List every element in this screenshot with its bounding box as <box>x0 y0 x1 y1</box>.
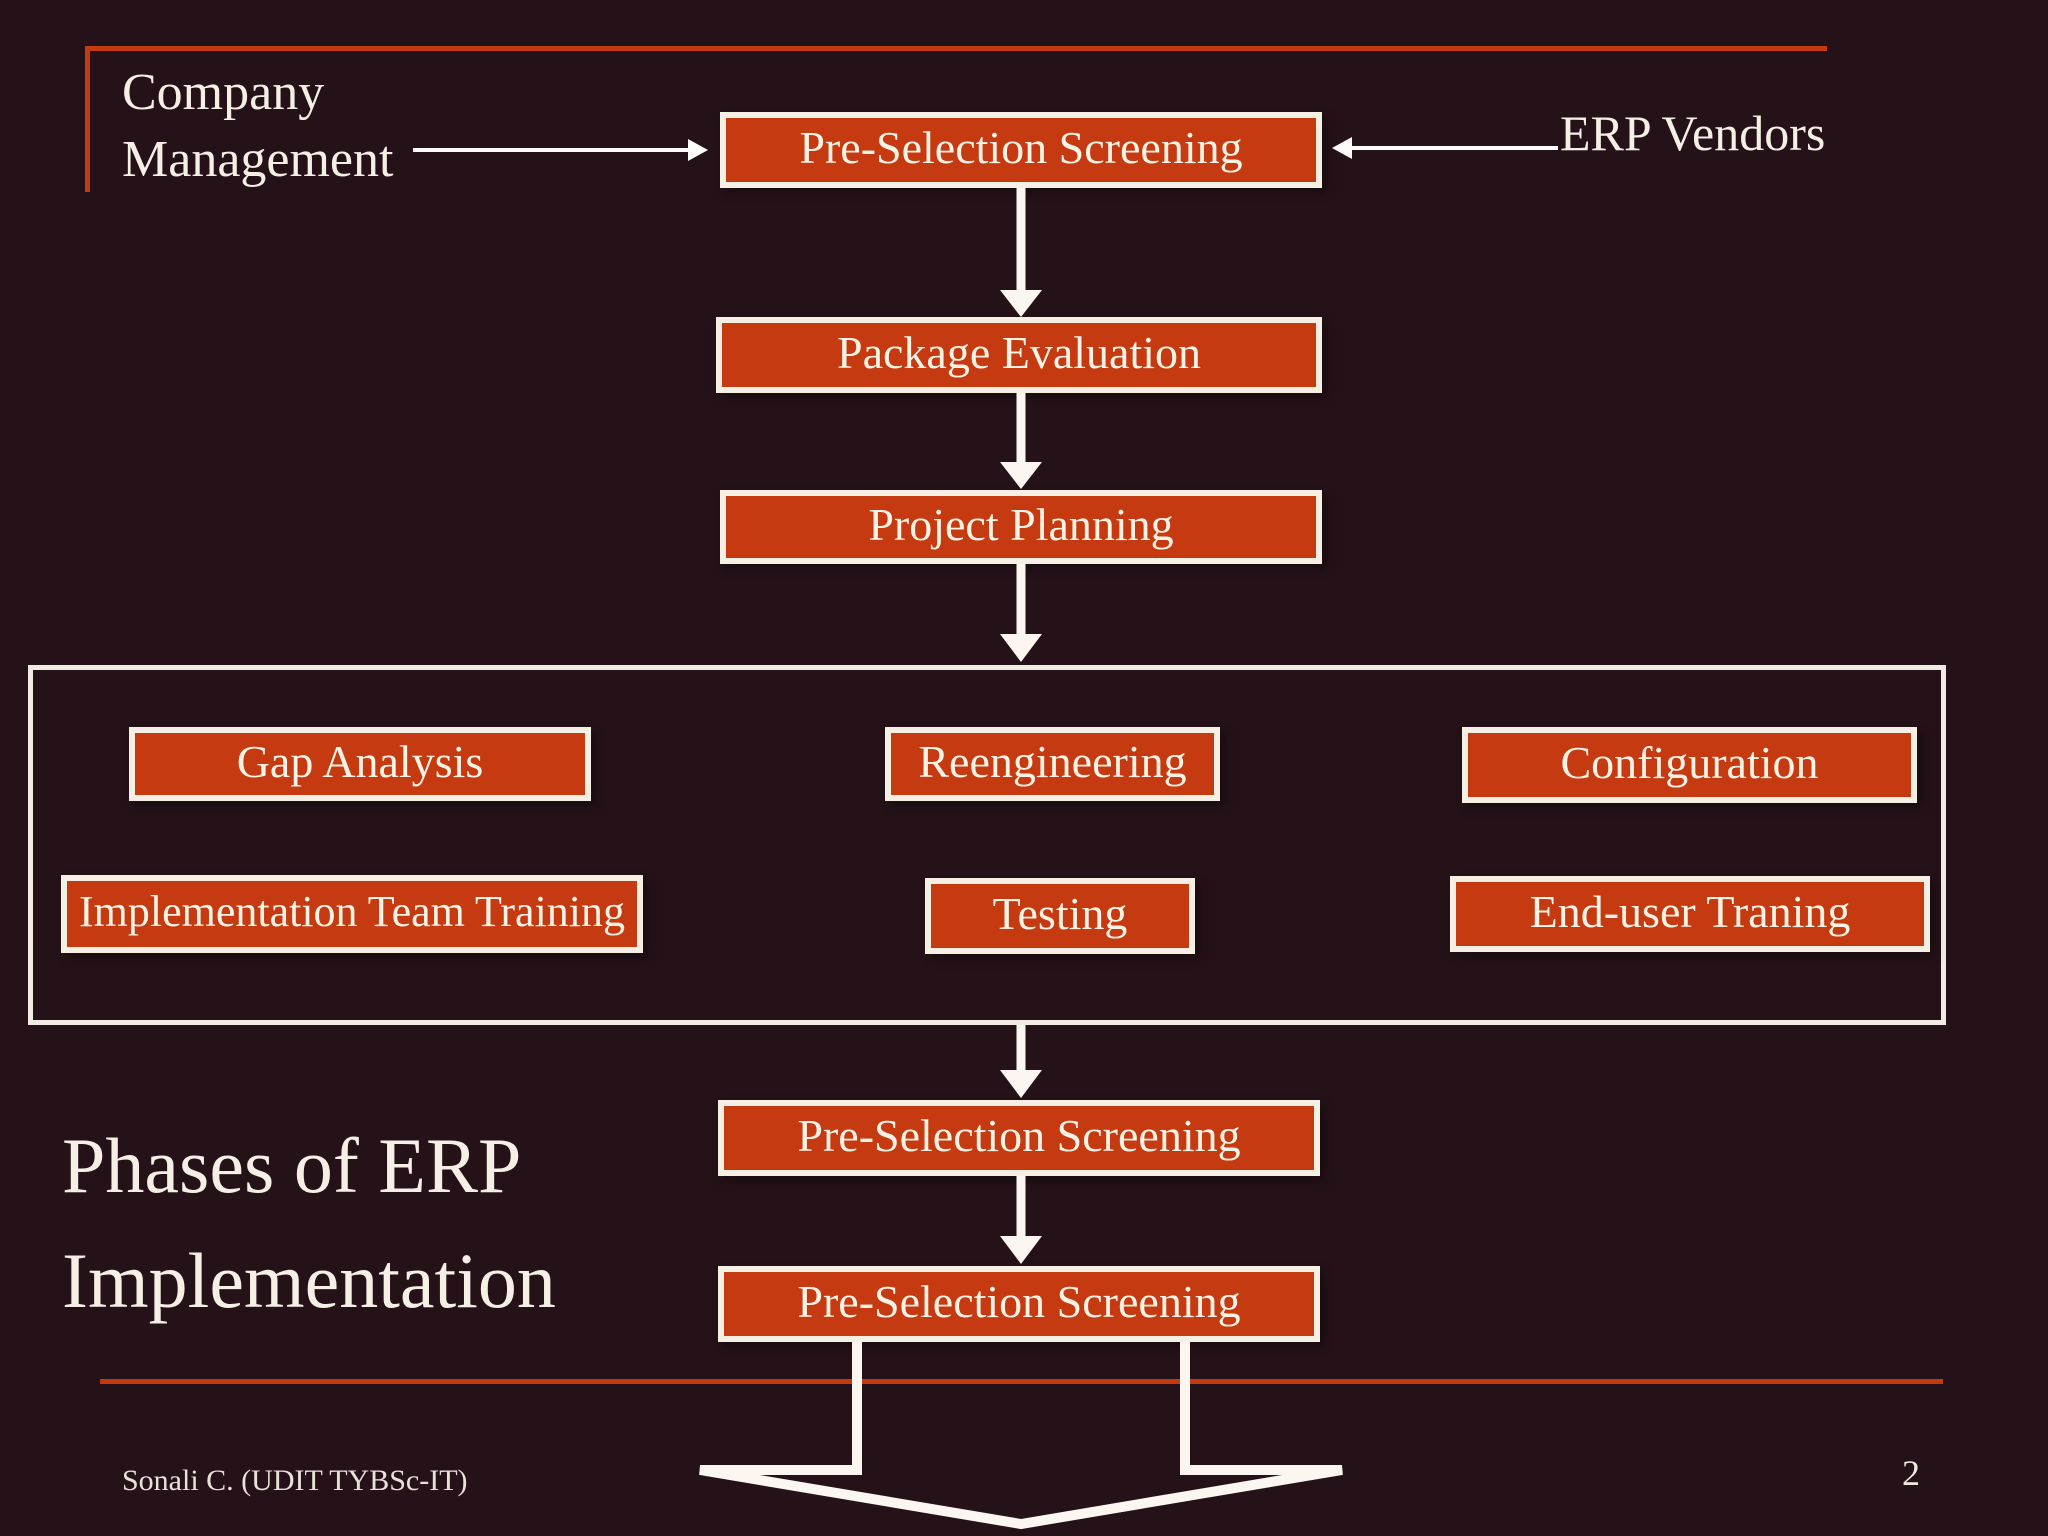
node-label: Pre-Selection Screening <box>799 122 1243 173</box>
company-management-line2: Management <box>122 130 394 188</box>
node-project-planning: Project Planning <box>720 490 1322 564</box>
node-label: Pre-Selection Screening <box>797 1276 1241 1327</box>
node-pre-selection-screening-bottom: Pre-Selection Screening <box>718 1266 1320 1342</box>
node-label: Configuration <box>1560 737 1819 788</box>
node-label: Reengineering <box>918 736 1187 787</box>
node-package-evaluation: Package Evaluation <box>716 317 1322 393</box>
arrow-vendors-to-preselection <box>1332 137 1558 159</box>
node-label: Testing <box>992 888 1128 939</box>
node-implementation-team-training: Implementation Team Training <box>61 875 643 953</box>
node-label: End-user Traning <box>1529 886 1851 937</box>
implementation-phase-group-frame <box>28 665 1946 1025</box>
arrow-down-5 <box>1000 1176 1042 1264</box>
node-reengineering: Reengineering <box>885 727 1220 801</box>
node-label: Pre-Selection Screening <box>797 1110 1241 1161</box>
company-management-line1: Company <box>122 64 325 121</box>
big-outline-arrow-down <box>699 1342 1343 1530</box>
node-label: Package Evaluation <box>836 327 1202 378</box>
node-label: Gap Analysis <box>236 736 484 787</box>
node-label: Implementation Team Training <box>78 887 626 936</box>
slide-title-line1: Phases of ERP <box>62 1122 522 1209</box>
erp-vendors-label: ERP Vendors <box>1560 105 1826 161</box>
left-accent-bracket <box>85 46 90 192</box>
node-configuration: Configuration <box>1462 727 1917 803</box>
arrow-down-1 <box>1000 188 1042 317</box>
slide-title: Phases of ERP Implementation <box>62 1108 556 1339</box>
arrow-down-2 <box>1000 393 1042 489</box>
node-gap-analysis: Gap Analysis <box>129 727 591 801</box>
arrow-down-3 <box>1000 564 1042 662</box>
node-pre-selection-screening-top: Pre-Selection Screening <box>720 112 1322 188</box>
arrow-down-4 <box>1000 1025 1042 1098</box>
node-label: Project Planning <box>868 499 1174 550</box>
arrow-company-to-preselection <box>413 139 708 161</box>
slide-title-line2: Implementation <box>62 1237 556 1325</box>
node-pre-selection-screening-mid: Pre-Selection Screening <box>718 1100 1320 1176</box>
company-management-label: Company Management <box>122 60 393 193</box>
footer-author: Sonali C. (UDIT TYBSc-IT) <box>122 1464 468 1497</box>
page-number: 2 <box>1902 1453 1920 1493</box>
bottom-accent-line <box>100 1379 1943 1384</box>
node-testing: Testing <box>925 878 1195 954</box>
node-end-user-training: End-user Traning <box>1450 876 1930 952</box>
top-accent-line <box>85 46 1827 51</box>
